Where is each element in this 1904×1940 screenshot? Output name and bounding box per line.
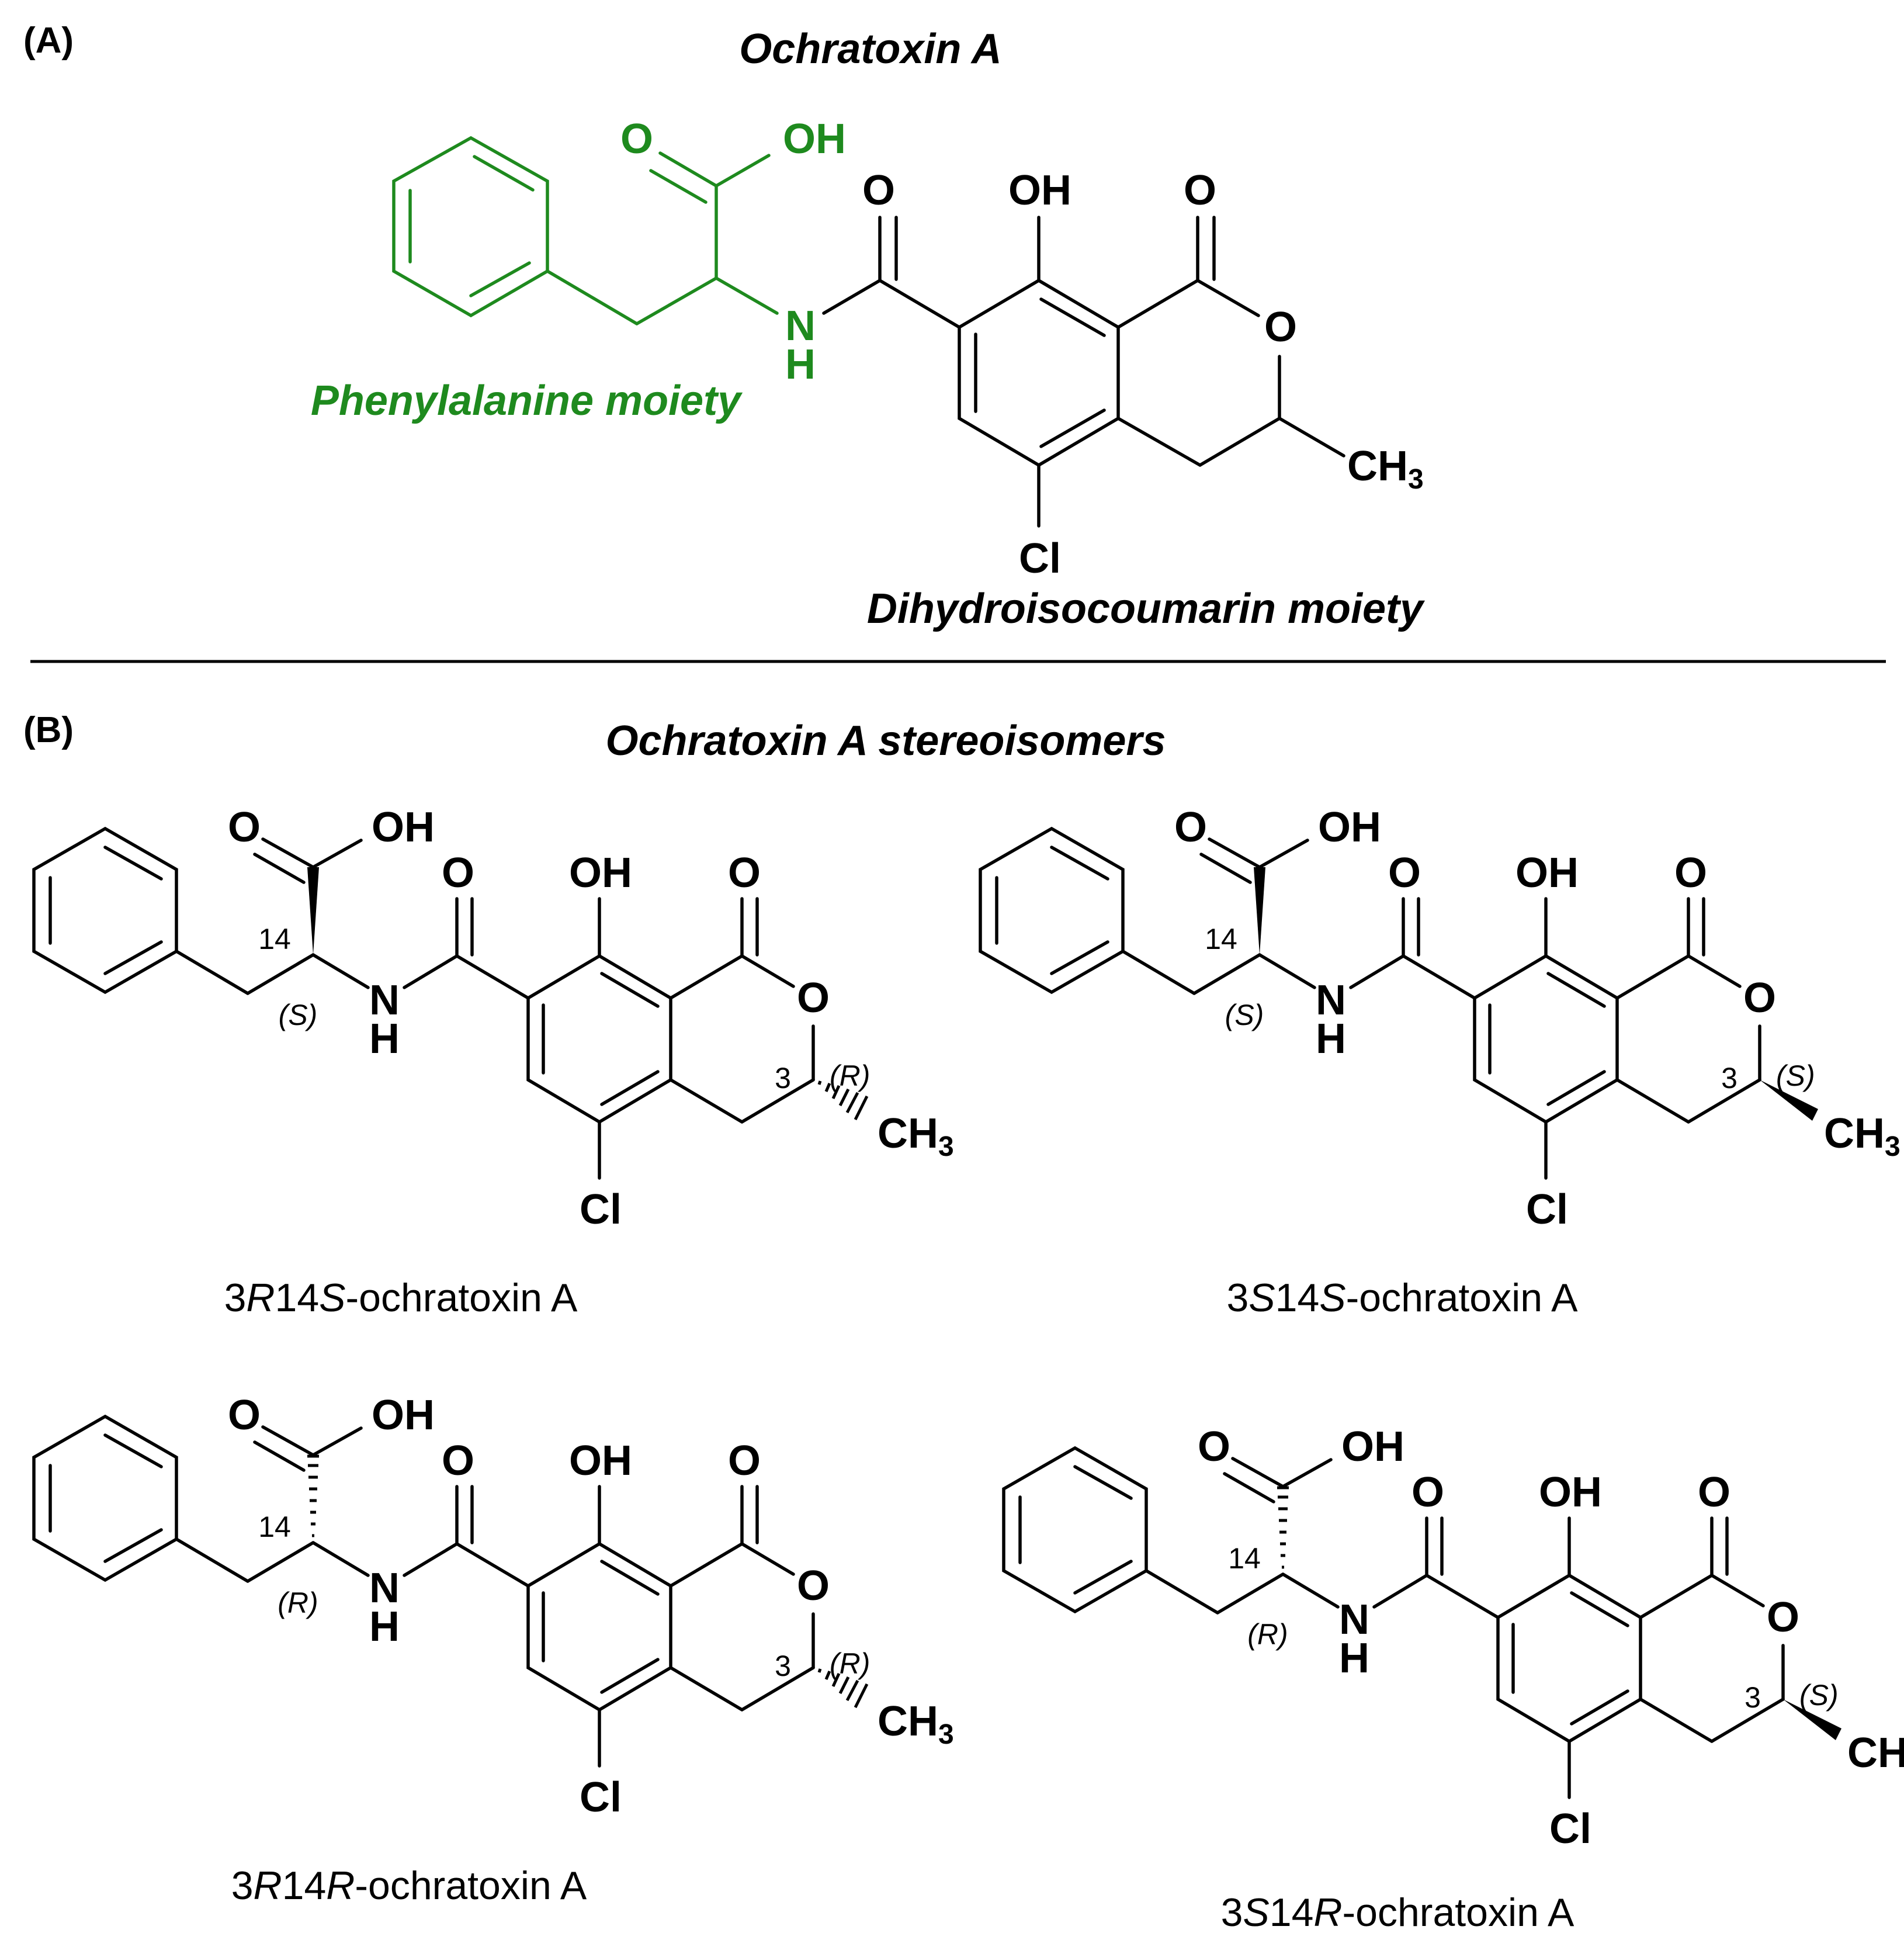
c3-configuration: (R): [830, 1647, 870, 1680]
dihydroisocoumarin-moiety: O OH Cl O O CH3: [822, 167, 1424, 582]
panel-a-title: Ochratoxin A: [739, 26, 1001, 72]
phenol-hydroxyl: OH: [1008, 167, 1071, 214]
phenylalanine-moiety: O OH N H: [392, 116, 846, 388]
isomer-3r14r: (R) (R): [34, 1392, 954, 1821]
c3-configuration: (S): [1776, 1059, 1815, 1092]
amide-nitrogen: N: [785, 303, 816, 349]
caption-3r14r: 3R14R-ochratoxin A: [231, 1863, 587, 1908]
isomer-3r14s: (S) (R): [34, 804, 954, 1233]
c3-configuration: (S): [1799, 1679, 1839, 1712]
isomer-3s14s: (S) (S): [980, 804, 1900, 1233]
c3-configuration: (R): [830, 1059, 870, 1092]
panel-b-label: (B): [23, 710, 74, 750]
c14-configuration: (S): [1225, 999, 1264, 1031]
caption-3r14s: 3R14S-ochratoxin A: [224, 1276, 578, 1320]
c14-configuration: (R): [1247, 1618, 1288, 1651]
c14-configuration: (S): [279, 999, 318, 1031]
panel-b-title: Ochratoxin A stereoisomers: [606, 718, 1166, 764]
hydroxyl-group: OH: [783, 116, 846, 162]
caption-3s14s: 3S14S-ochratoxin A: [1226, 1276, 1578, 1320]
carbonyl-oxygen: O: [620, 116, 653, 162]
lactone-carbonyl-oxygen: O: [1184, 167, 1216, 214]
methyl-group: CH3: [1347, 443, 1424, 495]
caption-3s14r: 3S14R-ochratoxin A: [1221, 1890, 1574, 1935]
ochratoxin-a-structure: O OH N H Phenylalanine moiety O OH Cl: [311, 116, 1426, 632]
ring-oxygen: O: [1264, 304, 1297, 351]
phenylalanine-label: Phenylalanine moiety: [311, 377, 743, 424]
dihydroisocoumarin-label: Dihydroisocoumarin moiety: [867, 586, 1426, 632]
amide-hydrogen: H: [785, 341, 816, 388]
isomer-3s14r: (R) (S): [1004, 1423, 1904, 1852]
panel-a-label: (A): [23, 20, 74, 61]
chlorine-atom: Cl: [1019, 535, 1061, 582]
c14-configuration: (R): [278, 1586, 318, 1619]
amide-oxygen: O: [862, 167, 895, 214]
